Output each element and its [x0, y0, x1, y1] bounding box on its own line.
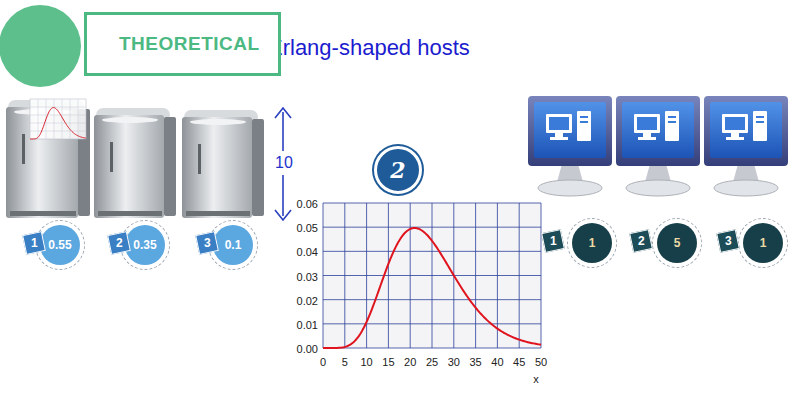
probability-badge: 30.1: [196, 219, 259, 271]
value-circle: 0.35: [125, 225, 165, 265]
chart-plot: [323, 203, 541, 348]
axis-tick: 0.04: [297, 246, 318, 258]
badge-value: 1: [589, 236, 596, 250]
axis-tick: 40: [491, 356, 503, 368]
index-tag: 3: [716, 229, 740, 253]
dimension-label: 10: [275, 154, 293, 172]
label-anchor: 0.06: [297, 194, 318, 212]
label-anchor: 0.04: [297, 242, 318, 260]
step-number: 2: [390, 157, 405, 183]
label-anchor: 20: [404, 352, 416, 370]
value-circle: 0.55: [40, 225, 80, 265]
label-anchor: 10: [275, 154, 293, 172]
axis-tick: 0: [320, 356, 326, 368]
badge-disc: [0, 5, 81, 87]
label-anchor: 5: [342, 352, 348, 370]
index-number: 1: [31, 236, 38, 250]
probability-badge: 10.55: [23, 219, 86, 271]
box-label: THEORETICAL: [119, 33, 260, 55]
axis-tick: 0.03: [297, 271, 318, 283]
label-anchor: 10: [360, 352, 372, 370]
axis-tick: 20: [404, 356, 416, 368]
axis-tick: 15: [382, 356, 394, 368]
axis-tick: 0.02: [297, 295, 318, 307]
axis-tick: 0.00: [297, 343, 318, 355]
index-number: 2: [116, 236, 123, 250]
host-monitor: [616, 96, 700, 196]
axis-title: x: [533, 373, 539, 385]
label-anchor: 0.03: [297, 267, 318, 285]
index-number: 3: [204, 236, 211, 250]
index-number: 2: [638, 234, 645, 248]
axis-tick: 30: [448, 356, 460, 368]
label-anchor: 35: [469, 352, 481, 370]
host-count-badge: 11: [542, 217, 618, 269]
value-circle: 1: [572, 223, 612, 263]
value-circle: 0.1: [213, 225, 253, 265]
label-anchor: 15: [382, 352, 394, 370]
host-count-badge: 31: [717, 217, 789, 269]
badge-value: 5: [674, 236, 681, 250]
axis-tick: 5: [342, 356, 348, 368]
label-anchor: 40: [491, 352, 503, 370]
index-number: 1: [550, 234, 557, 248]
index-number: 3: [725, 234, 732, 248]
axis-tick: 10: [360, 356, 372, 368]
axis-tick: 25: [426, 356, 438, 368]
axis-tick: 0.01: [297, 319, 318, 331]
label-anchor: 25: [426, 352, 438, 370]
value-circle: 1: [743, 223, 783, 263]
index-tag: 1: [541, 229, 565, 253]
label-anchor: 45: [513, 352, 525, 370]
label-anchor: 50: [535, 352, 547, 370]
label-anchor: 0.00: [297, 339, 318, 357]
label-box: THEORETICAL: [84, 12, 281, 76]
index-tag: 2: [629, 229, 653, 253]
label-anchor: 0.05: [297, 218, 318, 236]
label-anchor: 0: [320, 352, 326, 370]
badge-value: 0.55: [48, 238, 71, 252]
host-count-badge: 25: [630, 217, 703, 269]
badge-value: 0.35: [133, 238, 156, 252]
step-disc: 2: [374, 146, 422, 194]
erlang-curve: [323, 228, 541, 348]
title-anchor: Erlang-shaped hosts: [268, 35, 470, 61]
label-anchor: 0.02: [297, 291, 318, 309]
label-anchor: x: [533, 369, 539, 387]
host-monitor: [528, 96, 612, 196]
diagram-title: Erlang-shaped hosts: [268, 35, 470, 61]
mini-chart: [30, 99, 86, 139]
axis-tick: 35: [469, 356, 481, 368]
axis-tick: 45: [513, 356, 525, 368]
label-anchor: 0.01: [297, 315, 318, 333]
index-tag: 2: [107, 231, 131, 255]
value-circle: 5: [657, 223, 697, 263]
server-icon: [6, 100, 90, 218]
badge-value: 0.1: [225, 238, 242, 252]
badge-value: 1: [760, 236, 767, 250]
host-monitor: [704, 96, 788, 196]
probability-badge: 20.35: [108, 219, 171, 271]
index-tag: 3: [195, 231, 219, 255]
index-tag: 1: [22, 231, 46, 255]
axis-tick: 0.06: [297, 198, 318, 210]
server-icon: [94, 108, 176, 218]
label-anchor: 30: [448, 352, 460, 370]
server-icon: [182, 110, 264, 218]
axis-tick: 50: [535, 356, 547, 368]
axis-tick: 0.05: [297, 222, 318, 234]
